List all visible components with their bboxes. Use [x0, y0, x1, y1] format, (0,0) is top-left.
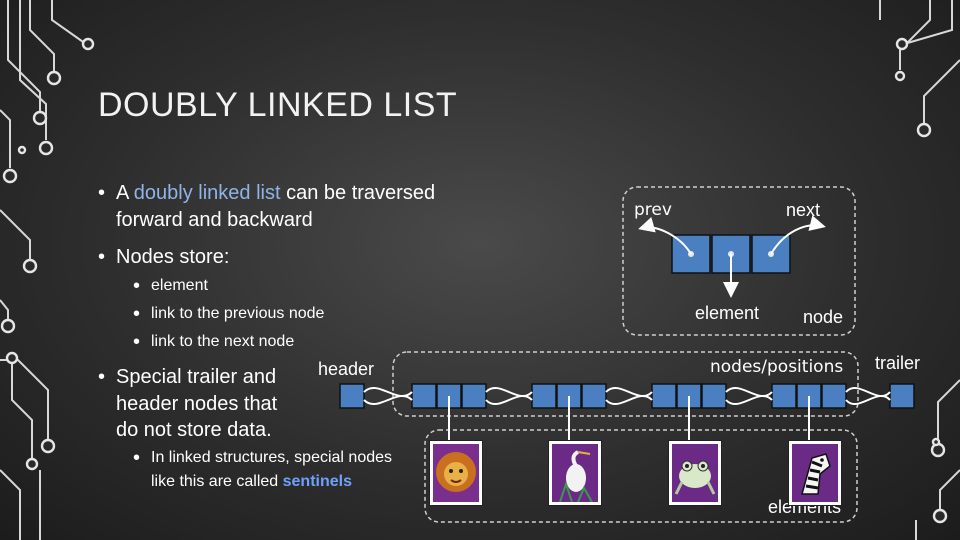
frog-icon [668, 440, 722, 506]
element-label: element [695, 303, 760, 323]
heron-icon [548, 440, 602, 506]
lion-icon [429, 440, 483, 506]
next-pointer-arrow [770, 215, 826, 255]
prev-pointer-arrow [638, 217, 692, 255]
doubly-linked-list-highlight: doubly linked list [133, 182, 281, 204]
sub-bullet-sentinels: •In linked structures, special nodes lik… [133, 447, 393, 490]
page-title: DOUBLY LINKED LIST [98, 86, 458, 124]
sentinels-highlight: sentinels [282, 473, 352, 490]
prev-label: prev [634, 200, 672, 220]
bullet-dot: • [98, 246, 106, 268]
bullet-nodes-store: • Nodes store: [98, 244, 229, 271]
sub-bullet-prev-link: •link to the previous node [133, 303, 325, 325]
list-node-cell [531, 383, 557, 409]
elements-container [424, 429, 858, 523]
list-link [485, 386, 533, 406]
sub-bullet-next-link: •link to the next node [133, 331, 295, 353]
next-label: next [786, 200, 821, 220]
trailer-sentinel-node [889, 383, 915, 409]
sub-bullet-element: •element [133, 275, 208, 297]
sub-bullets-nodes: •element •link to the previous node •lin… [133, 272, 325, 356]
nodes-container [392, 351, 859, 417]
list-node-cell [411, 383, 437, 409]
list-link [725, 386, 773, 406]
list-link [845, 386, 891, 406]
list-link [363, 386, 413, 406]
list-node-cell [821, 383, 847, 409]
list-node-cell [461, 383, 487, 409]
zebra-icon [788, 440, 842, 506]
nodes-positions-label: nodes/positions [710, 357, 844, 377]
list-link [605, 386, 653, 406]
list-nodes [411, 383, 847, 409]
header-label: header [318, 359, 375, 379]
list-node-cell [581, 383, 607, 409]
node-label: node [803, 307, 844, 327]
list-links [363, 386, 891, 406]
trailer-label: trailer [875, 353, 921, 373]
node-container [622, 186, 856, 336]
list-node-cell [701, 383, 727, 409]
bullet-dot: • [98, 182, 106, 204]
header-sentinel-node [339, 383, 365, 409]
bullet-doubly-linked-list: • A doubly linked list can be traversed … [98, 182, 436, 231]
element-links [448, 396, 810, 440]
bullet-dot: • [98, 366, 106, 388]
list-node-cell [651, 383, 677, 409]
bullet-sentinel-nodes: • Special trailer and header nodes that … [98, 366, 278, 441]
list-node-cell [771, 383, 797, 409]
